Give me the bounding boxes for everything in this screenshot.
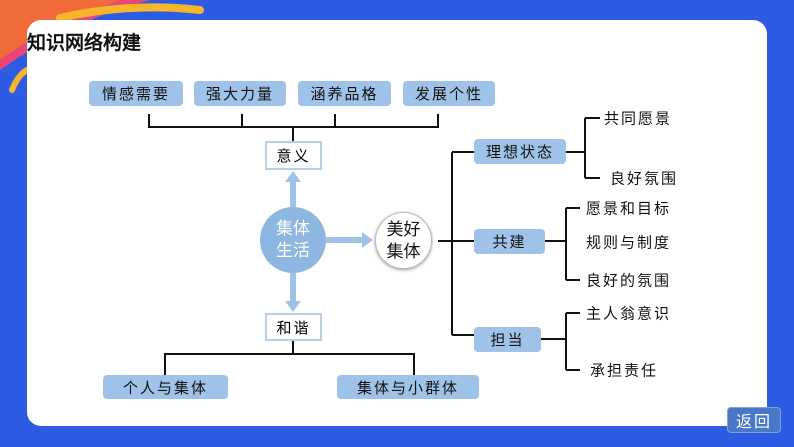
collective-life-circle: 集体生活: [260, 207, 326, 273]
branch-co-build: 共建: [474, 229, 545, 254]
center-line2: 生活: [276, 241, 310, 261]
leaf-item: 承担责任: [590, 361, 659, 380]
good-collective-circle: 美好集体: [375, 212, 432, 269]
harmony-label: 和谐: [265, 313, 322, 341]
back-button[interactable]: 返回: [727, 407, 781, 433]
leaf-item: 主人翁意识: [586, 304, 672, 323]
meaning-item: 情感需要: [89, 81, 183, 106]
meaning-item: 发展个性: [403, 81, 495, 106]
meaning-label: 意义: [265, 141, 322, 170]
meaning-item: 强大力量: [194, 81, 286, 106]
center-line1: 集体: [276, 219, 310, 239]
leaf-item: 规则与制度: [586, 233, 672, 252]
good-line1: 美好: [386, 219, 421, 240]
leaf-item: 愿景和目标: [586, 199, 672, 218]
meaning-item: 涵养品格: [298, 81, 391, 106]
good-line2: 集体: [386, 241, 421, 262]
leaf-item: 共同愿景: [604, 109, 673, 128]
page-title: 知识网络构建: [27, 32, 142, 54]
branch-ideal-state: 理想状态: [474, 139, 566, 164]
harmony-item: 集体与小群体: [337, 375, 479, 399]
leaf-item: 良好的氛围: [586, 271, 672, 290]
harmony-item: 个人与集体: [103, 375, 228, 399]
leaf-item: 良好氛围: [610, 169, 679, 188]
branch-responsibility: 担当: [474, 327, 541, 352]
